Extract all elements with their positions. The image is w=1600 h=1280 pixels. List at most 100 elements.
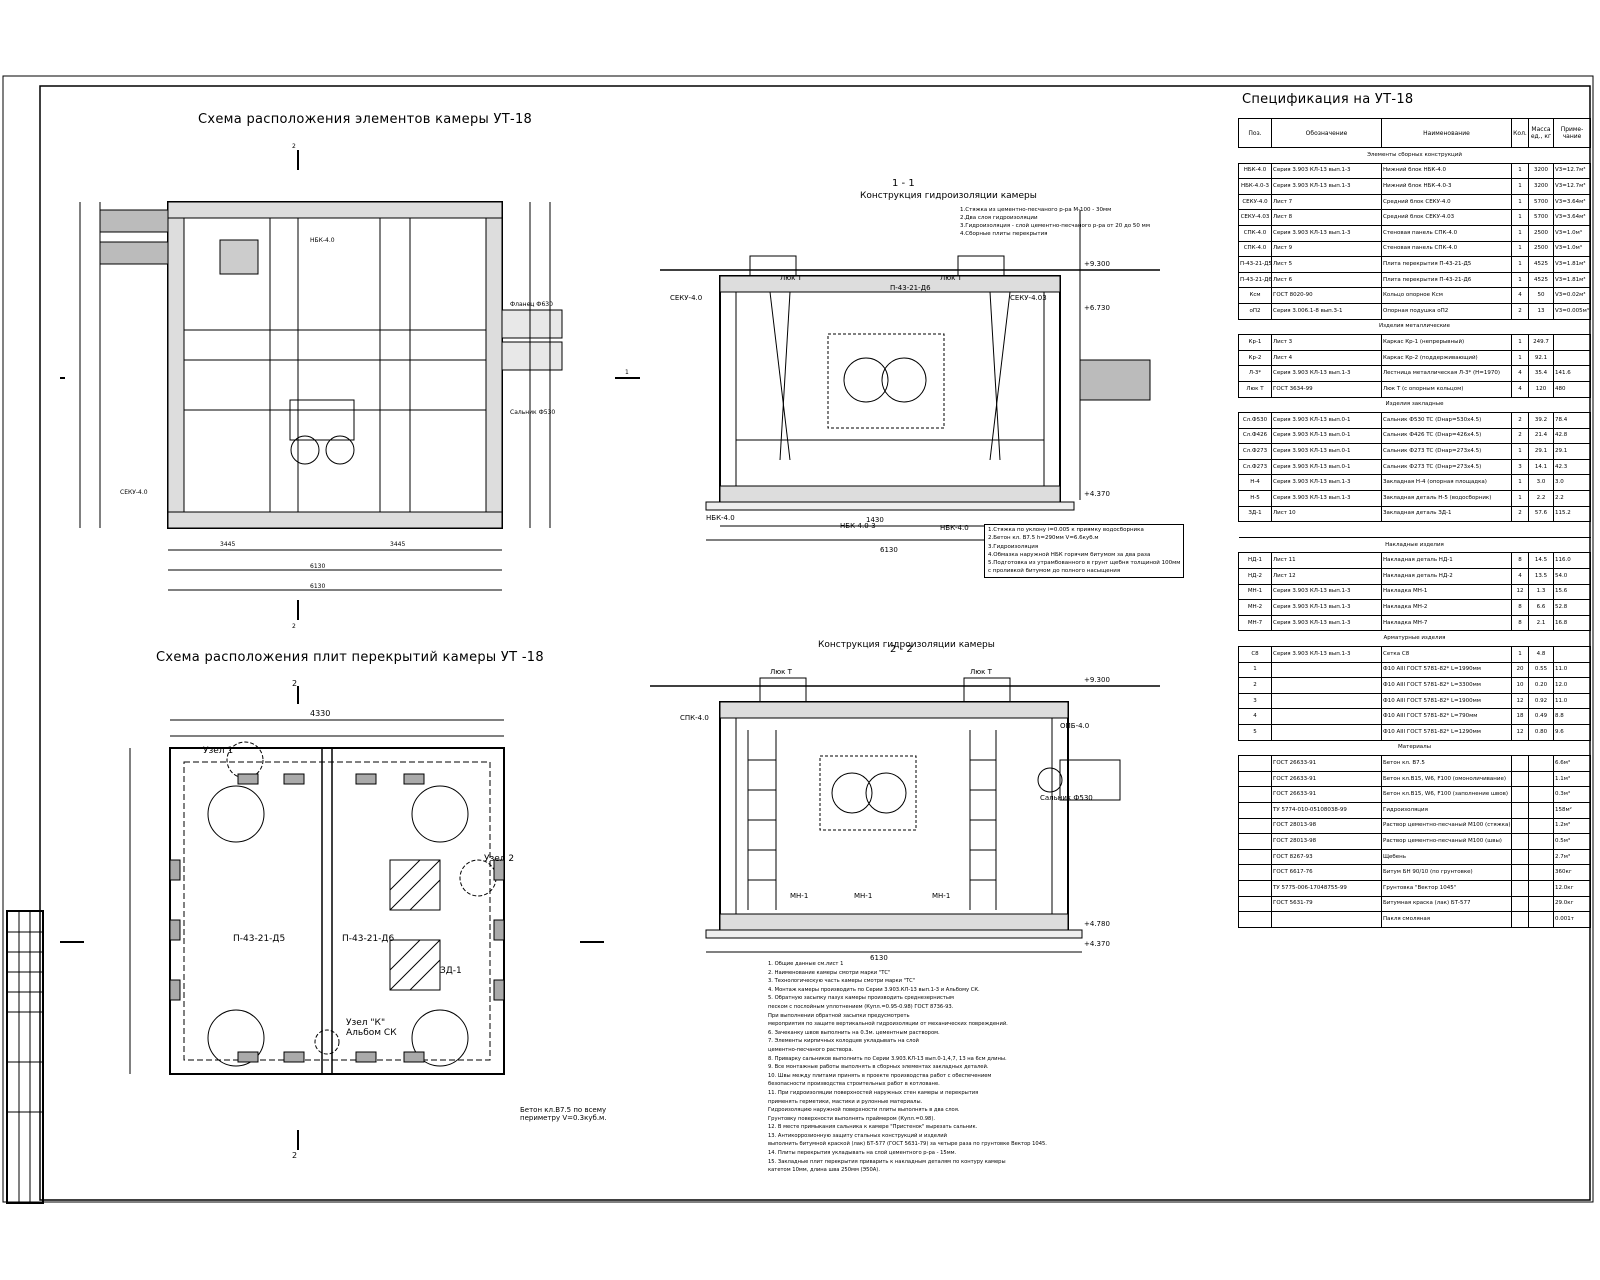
spec-cell-name: Ф10 AIII ГОСТ 5781-82* L=1900мм: [1381, 692, 1512, 710]
spec-cell-designation: Серия 3.903 КЛ-13 вып.1-3: [1271, 614, 1382, 632]
spec-cell-designation: ГОСТ 8020-90: [1271, 287, 1382, 304]
spec-cell-qty: [1511, 848, 1529, 866]
spec-cell-qty: [1511, 833, 1529, 850]
spec-cell-qty: 1: [1511, 240, 1529, 258]
spec-cell-mass: 35.4: [1528, 365, 1554, 382]
svg-text:НБК-4.0: НБК-4.0: [706, 514, 735, 522]
spec-cell-note: 1.1м³: [1553, 770, 1591, 788]
spec-cell-pos: [1238, 833, 1272, 850]
spec-cell-qty: [1511, 786, 1529, 803]
spec-cell-pos: [1238, 770, 1272, 788]
spec-cell-qty: 12: [1511, 692, 1529, 710]
spec-cell-qty: 12: [1511, 583, 1529, 601]
spec-cell-note: 0.5м³: [1553, 833, 1591, 850]
spec-section-row: Изделия металлические: [1238, 318, 1591, 336]
spec-section-title: Арматурные изделия: [1238, 630, 1591, 647]
spec-header-designation: Обозначение: [1271, 118, 1382, 148]
spec-cell-designation: Серия 3.903 КЛ-13 вып.1-3: [1271, 162, 1382, 180]
spec-cell-note: 0.3м³: [1553, 786, 1591, 803]
spec-cell-note: 8.8: [1553, 708, 1591, 725]
spec-cell-designation: Серия 3.903 КЛ-13 вып.1-3: [1271, 474, 1382, 492]
spec-cell-name: Сетка С8: [1381, 646, 1512, 663]
svg-text:3445: 3445: [220, 541, 235, 548]
spec-cell-name: Кольцо опорное Ксм: [1381, 287, 1512, 304]
spec-cell-note: 2.7м³: [1553, 848, 1591, 866]
svg-text:1: 1: [625, 369, 629, 376]
spec-cell-mass: 21.4: [1528, 427, 1554, 445]
svg-text:6130: 6130: [880, 546, 898, 554]
plan-slabs-drawing: 22 4330: [60, 680, 604, 1160]
svg-text:МН-1: МН-1: [932, 892, 950, 900]
spec-header-qty: Кол.: [1511, 118, 1529, 148]
slab-right-label: П-43-21-Д6: [342, 934, 395, 944]
spec-cell-designation: [1271, 677, 1382, 694]
spec-cell-qty: [1511, 817, 1529, 835]
spec-cell-designation: Лист 10: [1271, 505, 1382, 523]
spec-title: Спецификация на УТ-18: [1242, 92, 1414, 107]
spec-cell-mass: 0.20: [1528, 677, 1554, 694]
spec-table: Поз. Обозначение Наименование Кол. Масса…: [1238, 118, 1591, 928]
spec-cell-mass: [1528, 911, 1554, 928]
spec-cell-designation: Серия 3.903 КЛ-13 вып.1-3: [1271, 365, 1382, 382]
spec-cell-name: Нижний блок НБК-4.0: [1381, 162, 1512, 180]
spec-cell-note: V3=1.81м³: [1553, 256, 1591, 273]
spec-cell-name: Средний блок СЕКУ-4.0: [1381, 193, 1512, 211]
plan-slabs-title: Схема расположения плит перекрытий камер…: [156, 650, 544, 665]
spec-cell-note: 12.0: [1553, 677, 1591, 694]
spec-cell-pos: [1238, 801, 1272, 819]
spec-cell-qty: 4: [1511, 287, 1529, 304]
svg-text:+4.370: +4.370: [1084, 490, 1110, 498]
spec-cell-qty: 8: [1511, 614, 1529, 632]
spec-cell-name: Накладка МН-7: [1381, 614, 1512, 632]
spec-cell-note: 11.0: [1553, 692, 1591, 710]
spec-cell-qty: 1: [1511, 162, 1529, 180]
svg-text:Люк Т: Люк Т: [940, 274, 963, 282]
spec-cell-qty: 2: [1511, 505, 1529, 523]
spec-cell-name: Щебень: [1381, 848, 1512, 866]
spec-cell-name: Ф10 AIII ГОСТ 5781-82* L=1290мм: [1381, 723, 1512, 741]
svg-text:НБК-4.0: НБК-4.0: [310, 237, 335, 244]
spec-cell-mass: 50: [1528, 287, 1554, 304]
section-22-title: 2 - 2: [890, 644, 913, 655]
spec-cell-pos: Люк Т: [1238, 380, 1272, 398]
spec-cell-note: 15.6: [1553, 583, 1591, 601]
spec-cell-name: Накладная деталь НД-2: [1381, 568, 1512, 585]
section-22-subtitle: Конструкция гидроизоляции камеры: [818, 640, 995, 650]
spec-cell-note: 11.0: [1553, 661, 1591, 679]
spec-cell-mass: [1528, 895, 1554, 913]
spec-cell-qty: 1: [1511, 443, 1529, 460]
spec-cell-qty: 1: [1511, 646, 1529, 663]
spec-cell-qty: [1511, 911, 1529, 928]
spec-cell-pos: [1238, 895, 1272, 913]
spec-cell-qty: 18: [1511, 708, 1529, 725]
spec-cell-name: Каркас Кр-1 (непрерывный): [1381, 334, 1512, 351]
spec-cell-pos: Н-4: [1238, 474, 1272, 492]
spec-cell-qty: 1: [1511, 490, 1529, 507]
spec-cell-note: 0.001т: [1553, 911, 1591, 928]
spec-cell-pos: [1238, 817, 1272, 835]
spec-cell-designation: Лист 7: [1271, 193, 1382, 211]
spec-cell-designation: [1271, 911, 1382, 928]
svg-text:Сальник Ф530: Сальник Ф530: [510, 409, 555, 416]
spec-cell-mass: [1528, 770, 1554, 788]
svg-text:+9.300: +9.300: [1084, 676, 1110, 684]
spec-cell-mass: [1528, 879, 1554, 897]
spec-cell-designation: Серия 3.903 КЛ-13 вып.1-3: [1271, 224, 1382, 242]
spec-cell-qty: 12: [1511, 723, 1529, 741]
spec-section-title: Накладные изделия: [1238, 536, 1591, 554]
svg-text:НБК-4.0-3: НБК-4.0-3: [840, 522, 876, 530]
zd-label: ЗД-1: [440, 966, 462, 976]
svg-text:Фланец Ф630: Фланец Ф630: [510, 301, 553, 308]
spec-cell-note: 42.8: [1553, 427, 1591, 445]
node-2-label: Узел 2: [484, 854, 515, 864]
